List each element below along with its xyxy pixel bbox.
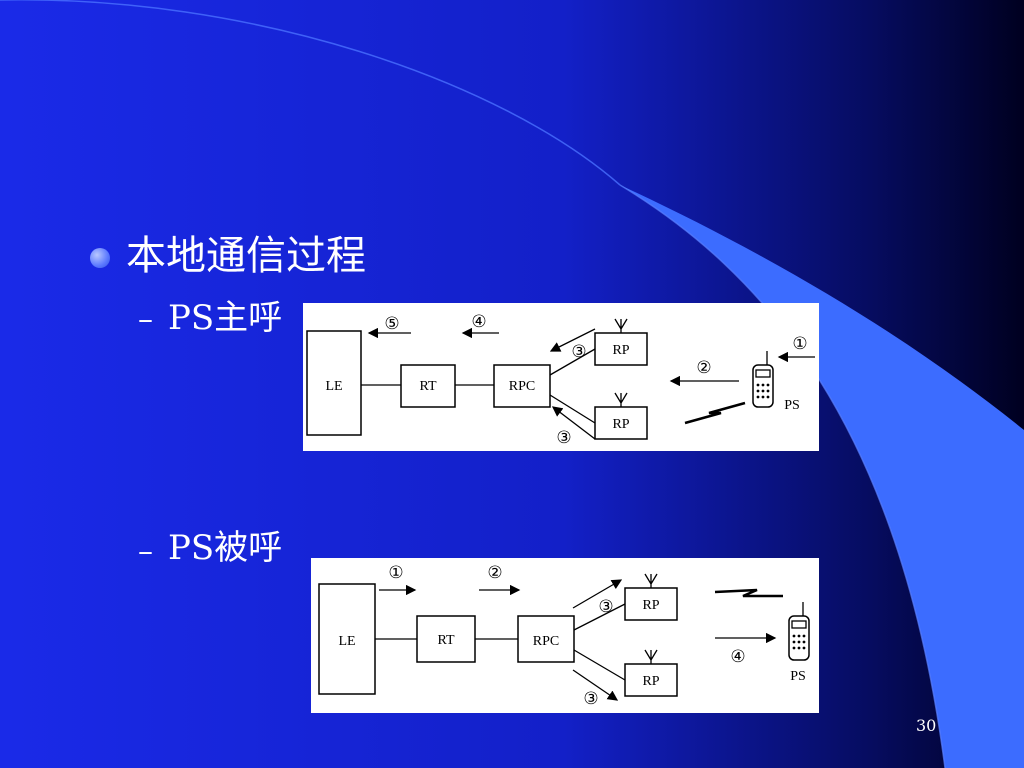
step-4: ④ xyxy=(730,647,745,666)
rt-label: RT xyxy=(419,379,436,394)
swoosh-shape xyxy=(620,185,1024,768)
le-label: LE xyxy=(338,634,355,649)
step-1: ① xyxy=(388,563,403,582)
rp-bottom-label: RP xyxy=(642,674,659,689)
diagram-ps-caller: LE RT RPC RP RP PS ① ② ③ ③ ④ ⑤ xyxy=(303,303,819,451)
rp-bottom-label: RP xyxy=(612,417,629,432)
diagram-ps-callee: LE RT RPC RP RP PS ① ② ③ ③ ④ xyxy=(311,558,819,713)
step-2: ② xyxy=(696,358,711,377)
step-3-bottom: ③ xyxy=(583,689,598,708)
rp-top-label: RP xyxy=(642,598,659,613)
page-number: 30 xyxy=(916,716,937,735)
step-2: ② xyxy=(487,563,502,582)
dash-marker: – xyxy=(138,534,153,569)
step-3-top: ③ xyxy=(571,342,586,361)
rt-box xyxy=(416,615,476,663)
bullet-title: 本地通信过程 xyxy=(126,233,366,279)
subbullet-ps-caller: PS主呼 xyxy=(168,298,283,338)
subbullet-ps-callee: PS被呼 xyxy=(168,528,283,568)
rp-box-bottom xyxy=(594,406,648,440)
rt-box xyxy=(400,364,456,408)
step-3-bottom: ③ xyxy=(556,428,571,447)
ps-label: PS xyxy=(790,669,806,684)
le-box xyxy=(306,330,362,436)
bullet-dot-icon xyxy=(90,248,110,268)
step-4: ④ xyxy=(471,312,486,331)
rpc-label: RPC xyxy=(533,634,559,649)
swoosh-line xyxy=(0,0,621,186)
le-label: LE xyxy=(325,379,342,394)
rp-box-bottom xyxy=(624,663,678,697)
ps-label: PS xyxy=(784,398,800,413)
rt-label: RT xyxy=(437,633,454,648)
rp-top-label: RP xyxy=(612,343,629,358)
step-1: ① xyxy=(792,334,807,353)
rpc-box xyxy=(517,615,575,663)
rpc-label: RPC xyxy=(509,379,535,394)
rpc-box xyxy=(493,364,551,408)
step-5: ⑤ xyxy=(384,314,399,333)
step-3-top: ③ xyxy=(598,597,613,616)
dash-marker: – xyxy=(138,302,153,337)
